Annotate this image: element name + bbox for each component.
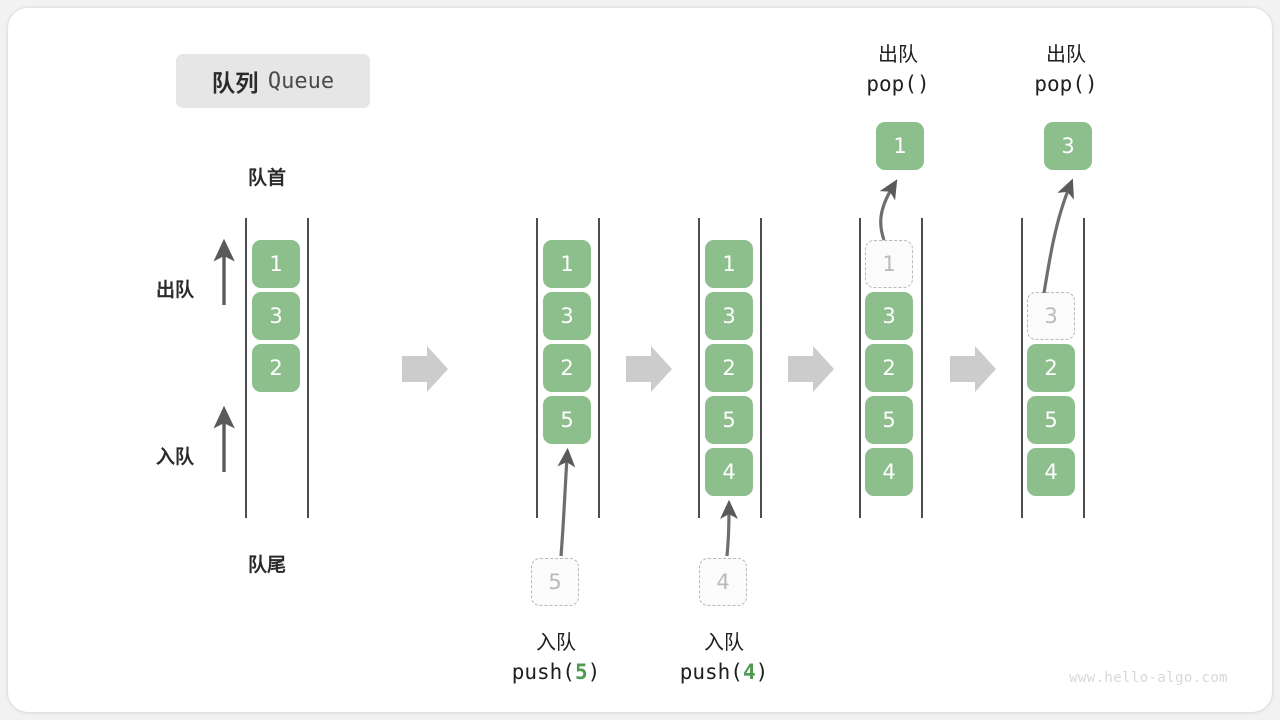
transition-arrow-4 <box>950 346 996 392</box>
queue-item: 2 <box>543 344 591 392</box>
queue-item: 2 <box>1027 344 1075 392</box>
caption-push-5-code: push(5) <box>511 660 601 684</box>
pop-3-arrow <box>1042 178 1074 294</box>
queue-item: 4 <box>1027 448 1075 496</box>
queue-item: 2 <box>705 344 753 392</box>
popped-item: 1 <box>876 122 924 170</box>
caption-push-5: 入队 push(5) <box>471 628 641 687</box>
rail-left-p4 <box>859 218 861 518</box>
label-enqueue: 入队 <box>156 446 195 468</box>
caption-push-4-code: push(4) <box>679 660 769 684</box>
rail-right-p1 <box>307 218 309 518</box>
arrow-overlay <box>213 178 1074 557</box>
ghost-item: 5 <box>531 558 579 606</box>
page-title: 队列 Queue <box>176 54 370 108</box>
caption-pop-1: 出队 pop() <box>813 40 983 99</box>
caption-push-4-cn: 入队 <box>704 630 744 654</box>
caption-pop-3: 出队 pop() <box>981 40 1151 99</box>
pop-1-arrow <box>879 179 898 241</box>
label-head: 队首 <box>248 167 287 189</box>
rail-right-p5 <box>1083 218 1085 518</box>
rail-left-p5 <box>1021 218 1023 518</box>
queue-item: 1 <box>543 240 591 288</box>
queue-item: 5 <box>1027 396 1075 444</box>
queue-item: 2 <box>252 344 300 392</box>
queue-item-new: 5 <box>543 396 591 444</box>
transition-arrow-3 <box>788 346 834 392</box>
label-tail: 队尾 <box>248 554 287 576</box>
queue-item: 3 <box>705 292 753 340</box>
popped-item: 3 <box>1044 122 1092 170</box>
rail-right-p4 <box>921 218 923 518</box>
transition-arrow-2 <box>626 346 672 392</box>
queue-item: 5 <box>865 396 913 444</box>
queue-item: 1 <box>705 240 753 288</box>
caption-push-5-cn: 入队 <box>536 630 576 654</box>
queue-item: 3 <box>252 292 300 340</box>
label-dequeue: 出队 <box>156 279 195 301</box>
caption-pop-3-cn: 出队 <box>1046 42 1086 66</box>
caption-pop-1-code: pop() <box>866 72 930 96</box>
queue-item-new: 4 <box>705 448 753 496</box>
queue-item: 2 <box>865 344 913 392</box>
queue-item: 3 <box>543 292 591 340</box>
ghost-item: 1 <box>865 240 913 288</box>
page-title-en: Queue <box>267 68 335 94</box>
queue-item: 1 <box>252 240 300 288</box>
caption-pop-1-cn: 出队 <box>878 42 918 66</box>
watermark: www.hello-algo.com <box>1069 670 1228 686</box>
rail-left-p2 <box>536 218 538 518</box>
rail-left-p3 <box>698 218 700 518</box>
push-5-arrow <box>557 447 576 557</box>
diagram-card: 队列 Queue 队首 队尾 出队 入队 1 3 2 1 3 2 5 5 入队 … <box>8 8 1272 712</box>
rail-right-p3 <box>760 218 762 518</box>
page-title-cn: 队列 <box>211 71 259 97</box>
transition-arrow-1 <box>402 346 448 392</box>
queue-item: 5 <box>705 396 753 444</box>
caption-pop-3-code: pop() <box>1034 72 1098 96</box>
push-4-arrow <box>720 499 738 557</box>
ghost-item: 4 <box>699 558 747 606</box>
queue-item: 4 <box>865 448 913 496</box>
queue-item: 3 <box>865 292 913 340</box>
rail-left-p1 <box>245 218 247 518</box>
ghost-item: 3 <box>1027 292 1075 340</box>
caption-push-4: 入队 push(4) <box>639 628 809 687</box>
rail-right-p2 <box>598 218 600 518</box>
